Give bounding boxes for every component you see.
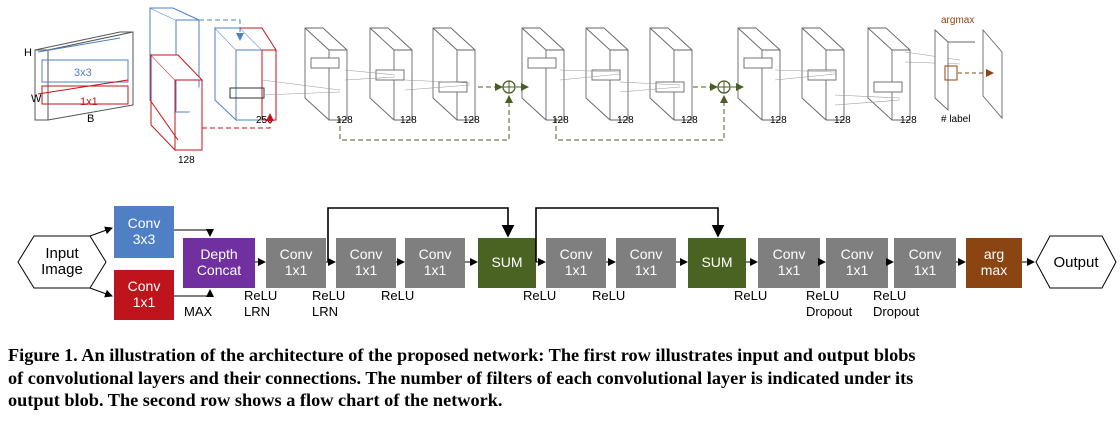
conv-blob [304,27,348,121]
max-label: MAX [184,304,213,319]
conv-blob [801,27,845,121]
conv-blob [649,27,693,121]
caption-line-3: output blob. The second row shows a flow… [8,390,503,410]
input-h-label: H [24,47,32,59]
label-count: # label [941,114,970,125]
count-label: 128 [400,115,417,126]
count-labels: 128 128 128 128 128 128 128 128 128 [336,115,917,126]
conv1x1-red-box [114,270,174,320]
sum-box-2-label: SUM [701,254,732,270]
argmax-box [966,238,1022,288]
conv-box-3 [405,238,465,288]
figure-caption: Figure 1. An illustration of the archite… [8,344,1112,412]
count-label: 128 [770,115,787,126]
skip-connection-2 [535,207,725,262]
residual-link-2 [555,95,728,141]
kernel-1x1-region [41,85,129,105]
count-label: 128 [463,115,480,126]
output-node-label: Output [1053,254,1099,271]
count-label-red: 128 [178,155,195,166]
conv-box-6 [758,238,820,288]
blob-conv1x1 [149,53,204,152]
flow-annotation: ReLU [592,288,625,303]
depth-concat-box [183,238,255,288]
output-node [1035,235,1117,289]
conv-box-4 [546,238,606,288]
count-label: 128 [834,115,851,126]
caption-line-1: Figure 1. An illustration of the archite… [8,345,916,365]
count-label: 128 [900,115,917,126]
count-label-256: 256 [256,115,273,126]
conv-blob [432,27,476,121]
kernel-1x1-label: 1x1 [80,96,98,108]
flow-annotation: ReLU [381,288,414,303]
count-label: 128 [681,115,698,126]
count-label: 128 [617,115,634,126]
blob-diagram: H W B 3x3 1x1 128 256 [24,7,1003,166]
blob-concat [214,26,277,122]
flow-annotation: ReLU [523,288,556,303]
conv-blob [737,27,781,121]
concat-link-red [202,113,274,129]
conv-box-1 [266,238,326,288]
sum-box-1 [478,238,536,288]
conv-blob [867,27,911,121]
kernel-3x3-label: 3x3 [74,67,92,79]
sum-box-2 [688,238,746,288]
conv-box-7 [826,238,888,288]
blob-output [982,28,1003,120]
argmax-label: argmax [941,15,974,26]
skip-connection-1 [327,207,515,262]
architecture-figure: H W B 3x3 1x1 128 256 [17,7,1117,320]
conv-box-5 [616,238,676,288]
flow-annotation: ReLU [734,288,767,303]
blob-label [934,28,975,112]
count-label: 128 [336,115,353,126]
conv-blob [521,27,565,121]
kernel-3x3-region [41,59,129,83]
conv-blob [369,27,413,121]
input-b-label: B [87,113,94,125]
conv-box-2 [336,238,396,288]
conv-blobs [304,27,911,121]
concat-link-blue [199,19,244,41]
caption-line-2: of convolutional layers and their connec… [8,367,914,388]
sum-box-1-label: SUM [491,254,522,270]
count-label: 128 [552,115,569,126]
input-w-label: W [31,93,42,105]
residual-link-1 [339,95,513,141]
conv3x3-box [114,206,174,258]
conv-box-8 [894,238,956,288]
conv-blob [585,27,629,121]
